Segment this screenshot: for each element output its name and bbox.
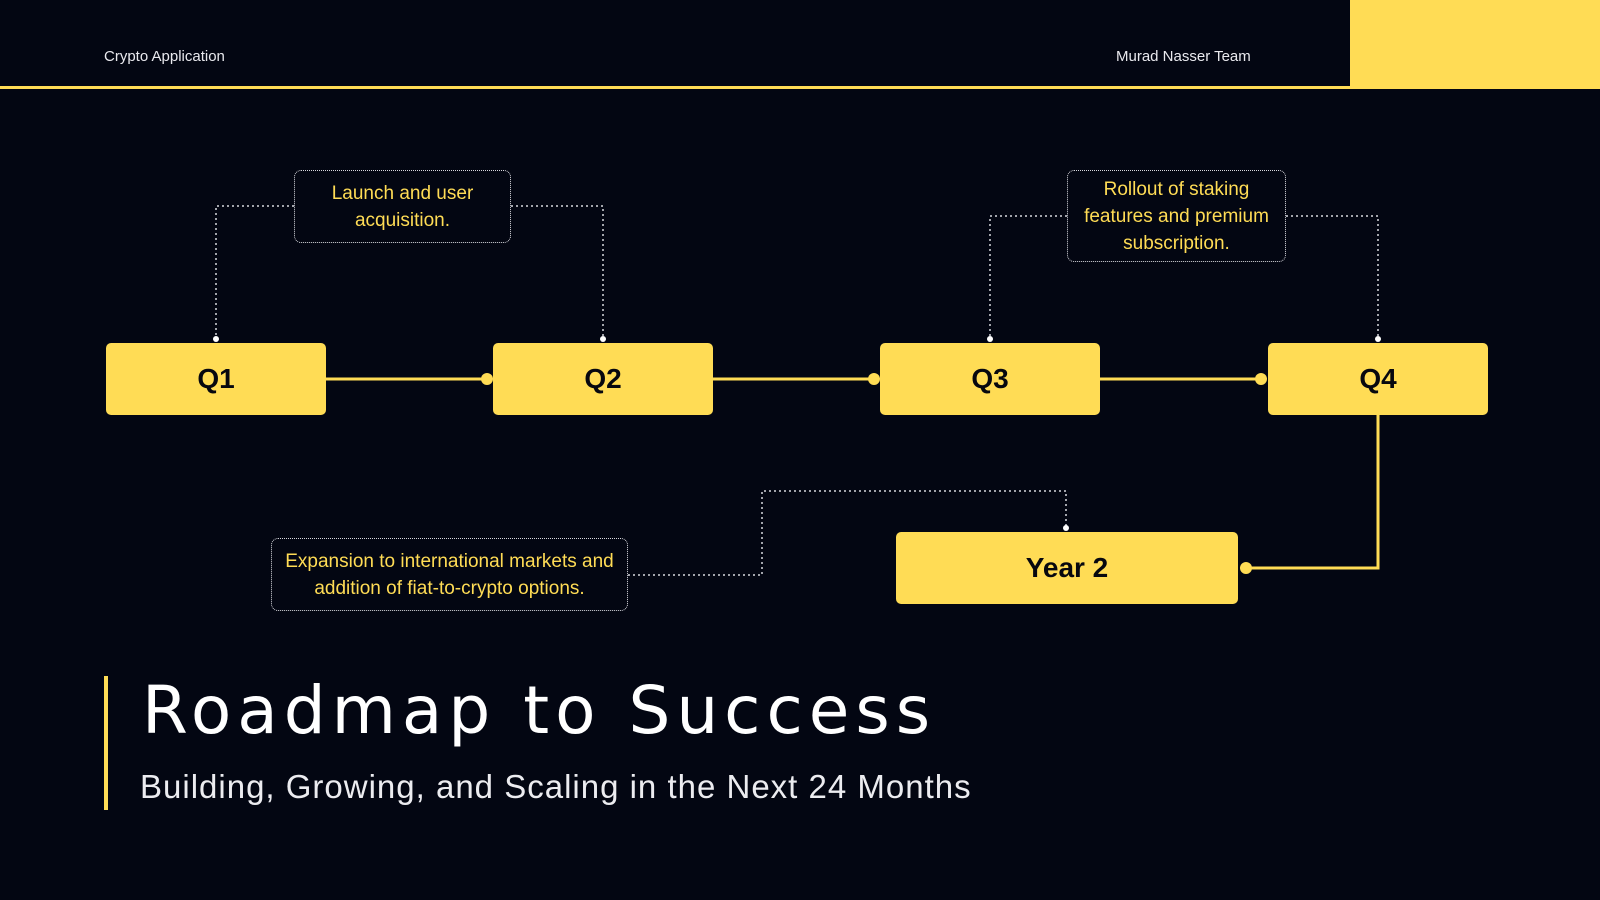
note-q3-q4: Rollout of staking features and premium … (1067, 170, 1286, 262)
note-dot-q4 (1375, 336, 1381, 342)
header-app-name: Crypto Application (104, 48, 225, 65)
header-team-name: Murad Nasser Team (1116, 48, 1251, 65)
note-connector-q4 (1286, 215, 1379, 340)
node-q1: Q1 (106, 343, 326, 415)
connector-q4-year2 (1246, 415, 1380, 570)
note-connector-q3 (989, 215, 1067, 340)
header-divider (0, 86, 1350, 89)
note-connector-q1 (215, 205, 294, 340)
node-q2: Q2 (493, 343, 713, 415)
note-year2: Expansion to international markets and a… (271, 538, 628, 611)
connector-dot-year2 (1240, 562, 1252, 574)
header-accent-block (1350, 0, 1600, 89)
note-dot-q2 (600, 336, 606, 342)
node-year2: Year 2 (896, 532, 1238, 604)
connector-dot-q3 (868, 373, 880, 385)
node-q3: Q3 (880, 343, 1100, 415)
note-dot-q3 (987, 336, 993, 342)
note-dot-year2 (1063, 525, 1069, 531)
title-accent-bar (104, 676, 108, 810)
note-connector-q2 (511, 205, 604, 340)
node-q4: Q4 (1268, 343, 1488, 415)
connector-dot-q2 (481, 373, 493, 385)
page-title: Roadmap to Success (142, 672, 937, 749)
note-q1-q2: Launch and user acquisition. (294, 170, 511, 243)
page-subtitle: Building, Growing, and Scaling in the Ne… (140, 768, 972, 805)
connector-dot-q4 (1255, 373, 1267, 385)
note-dot-q1 (213, 336, 219, 342)
